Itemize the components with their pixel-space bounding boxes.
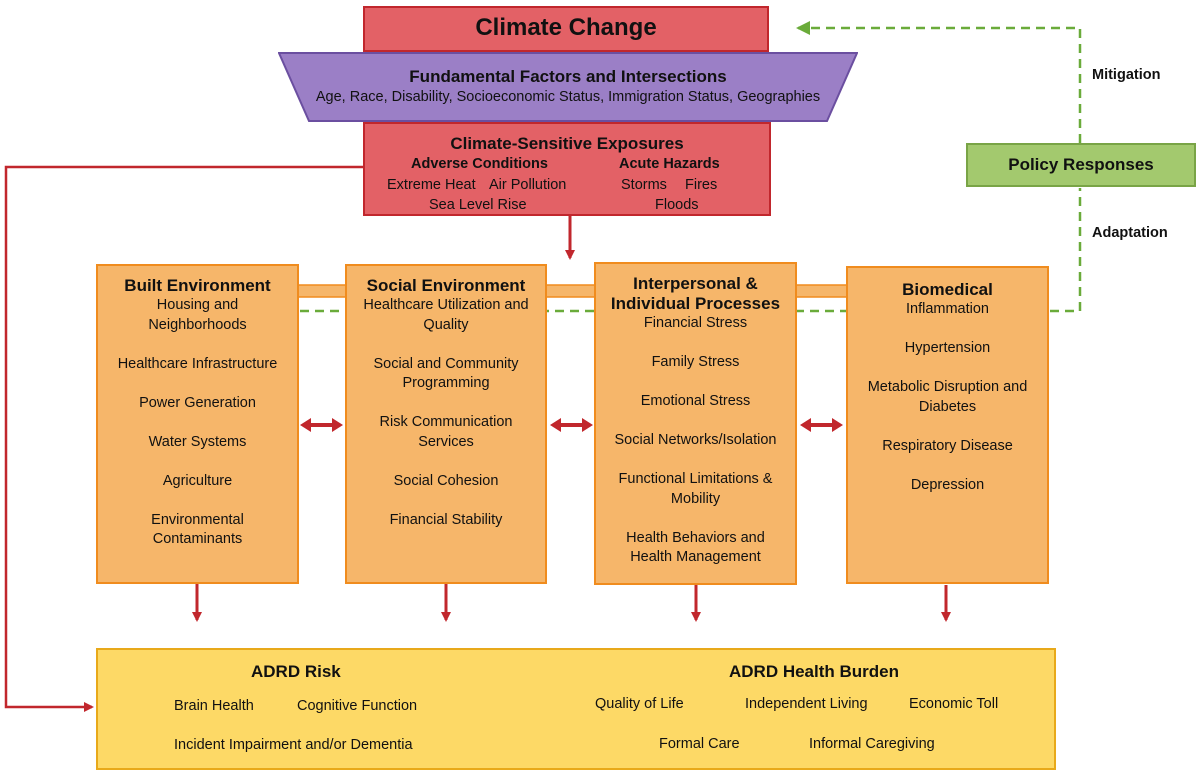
social-environment-title: Social Environment	[366, 276, 526, 295]
adrd-risk-title: ADRD Risk	[251, 662, 341, 681]
biomedical-item-metabolic: Metabolic Disruption and Diabetes	[867, 379, 1028, 415]
cognitive-function-label: Cognitive Function	[297, 698, 418, 714]
informal-caregiving-label: Informal Caregiving	[809, 736, 935, 752]
social-item-healthcare: Healthcare Utilization and Quality	[363, 297, 529, 333]
biomedical-item-inflammation: Inflammation	[905, 301, 989, 317]
policy-responses-box: Policy Responses	[966, 143, 1196, 187]
social-item-financial: Financial Stability	[389, 511, 503, 528]
interpersonal-item-functional: Functional Limitations & Mobility	[618, 471, 773, 507]
built-item-contaminants: Environmental Contaminants	[151, 511, 244, 548]
fires-label: Fires	[685, 177, 718, 193]
built-item-water: Water Systems	[148, 433, 247, 450]
independent-living-label: Independent Living	[745, 696, 868, 712]
exposures-box: Climate-Sensitive Exposures Adverse Cond…	[363, 122, 771, 216]
air-pollution-label: Air Pollution	[489, 177, 567, 193]
adverse-conditions-title: Adverse Conditions	[411, 156, 548, 172]
formal-care-label: Formal Care	[659, 736, 740, 752]
mitigation-dashed-line	[796, 21, 1082, 143]
connector-social-interpersonal	[544, 284, 598, 298]
climate-change-title: Climate Change	[475, 14, 657, 41]
policy-responses-title: Policy Responses	[1008, 155, 1154, 174]
built-environment-title: Built Environment	[124, 276, 271, 295]
adaptation-dashed-line	[300, 188, 1082, 313]
exposures-title: Climate-Sensitive Exposures	[450, 134, 684, 153]
interpersonal-box: Interpersonal & Individual Processes Fin…	[594, 262, 797, 585]
double-arrow-social-interpersonal	[550, 418, 593, 432]
social-environment-box: Social Environment Healthcare Utilizatio…	[345, 264, 547, 584]
built-item-healthcare: Healthcare Infrastructure	[117, 355, 278, 372]
biomedical-title: Biomedical	[902, 280, 993, 299]
adaptation-label: Adaptation	[1092, 225, 1168, 241]
interpersonal-item-emotional: Emotional Stress	[640, 393, 751, 409]
connector-built-social	[297, 284, 349, 298]
social-item-cohesion: Social Cohesion	[393, 472, 499, 489]
economic-toll-label: Economic Toll	[909, 696, 999, 712]
storms-label: Storms	[621, 177, 667, 193]
exposures-to-adrd-arrow	[4, 165, 364, 712]
biomedical-item-hypertension: Hypertension	[904, 340, 991, 356]
brain-health-label: Brain Health	[174, 698, 254, 714]
interpersonal-item-social-networks: Social Networks/Isolation	[614, 432, 777, 448]
sea-level-rise-label: Sea Level Rise	[429, 197, 527, 213]
built-environment-box: Built Environment Housing and Neighborho…	[96, 264, 299, 584]
biomedical-box: Biomedical Inflammation Hypertension Met…	[846, 266, 1049, 584]
double-arrow-interpersonal-biomedical	[800, 418, 843, 432]
quality-of-life-label: Quality of Life	[595, 696, 684, 712]
built-item-agriculture: Agriculture	[162, 472, 233, 489]
climate-change-box: Climate Change	[363, 6, 769, 52]
mitigation-label: Mitigation	[1092, 67, 1161, 83]
double-arrow-built-social	[300, 418, 343, 432]
extreme-heat-label: Extreme Heat	[387, 177, 476, 193]
interpersonal-item-family: Family Stress	[651, 354, 740, 370]
fundamental-factors-text: Fundamental Factors and Intersections Ag…	[278, 66, 858, 108]
built-item-power: Power Generation	[139, 394, 256, 411]
biomedical-item-respiratory: Respiratory Disease	[882, 437, 1013, 454]
biomedical-item-depression: Depression	[910, 476, 985, 493]
interpersonal-item-health-behaviors: Health Behaviors and Health Management	[626, 529, 765, 566]
acute-hazards-title: Acute Hazards	[619, 156, 720, 172]
floods-label: Floods	[655, 197, 699, 213]
incident-impairment-label: Incident Impairment and/or Dementia	[174, 737, 413, 753]
interpersonal-item-financial: Financial Stress	[643, 315, 748, 331]
interpersonal-title: Interpersonal & Individual Processes	[610, 274, 781, 313]
built-item-housing: Housing and Neighborhoods	[148, 297, 247, 333]
fundamental-factors-subtitle: Age, Race, Disability, Socioeconomic Sta…	[315, 89, 821, 105]
adrd-box: ADRD Risk Brain Health Cognitive Functio…	[96, 648, 1056, 770]
adrd-burden-title: ADRD Health Burden	[729, 662, 900, 681]
social-item-community: Social and Community Programming	[373, 355, 519, 392]
connector-interpersonal-biomedical	[795, 284, 849, 298]
fundamental-factors-title: Fundamental Factors and Intersections	[409, 67, 727, 86]
fundamental-factors-shape	[278, 52, 858, 122]
social-item-risk-communication: Risk Communication Services	[379, 414, 513, 450]
